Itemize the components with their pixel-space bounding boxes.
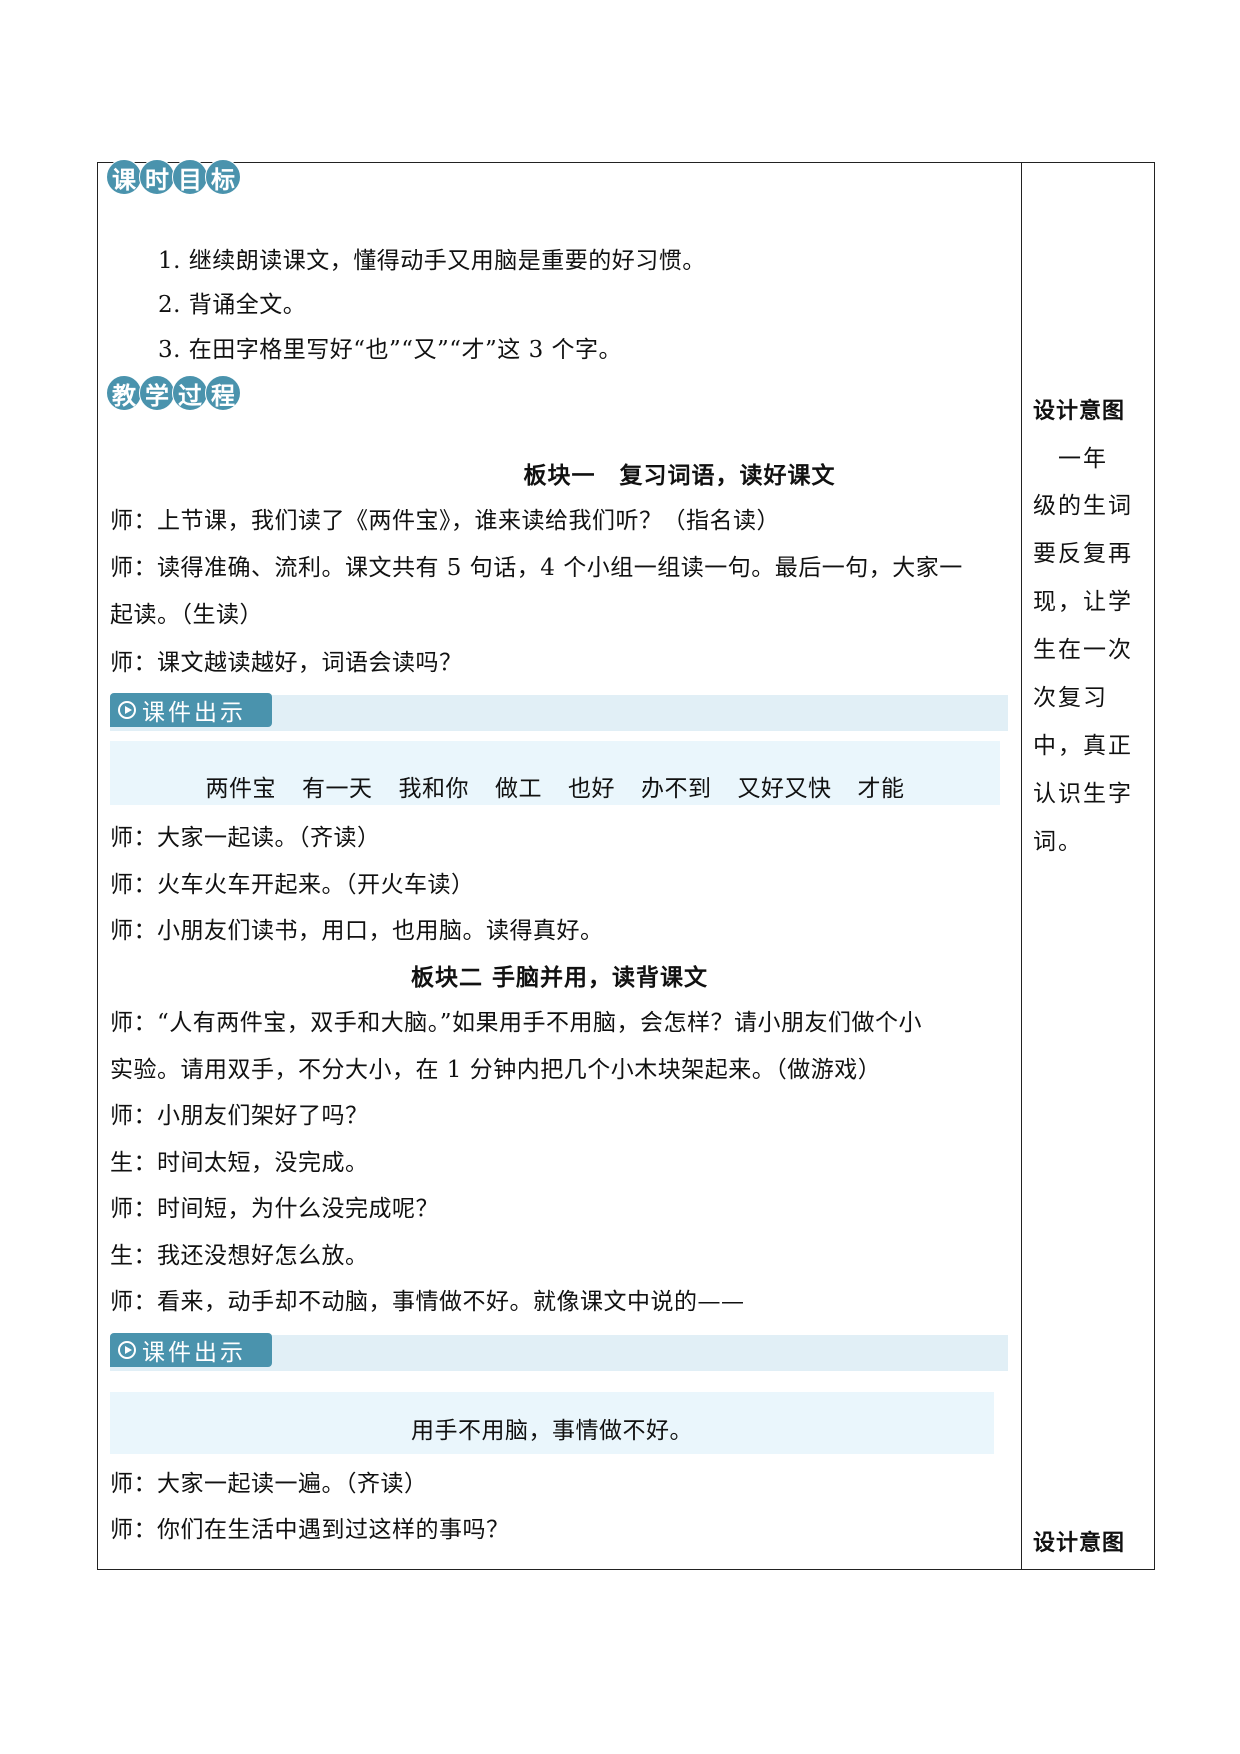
courseware-words-box: 两件宝 有一天 我和你 做工 也好 办不到 又好又快 才能 bbox=[110, 741, 1000, 805]
design-intent-title: 设计意图 bbox=[1033, 1531, 1126, 1556]
design-intent-line: 要反复再 bbox=[1033, 541, 1133, 567]
design-intent-column: 设计意图 一年 级的生词 要反复再 现，让学 生在一次 次复习 中，真正 认识生… bbox=[1023, 163, 1154, 1569]
play-icon bbox=[118, 1341, 136, 1359]
dialogue-line: 师：大家一起读。（齐读） bbox=[110, 825, 381, 851]
dialogue-line: 师：时间短，为什么没完成呢？ bbox=[110, 1196, 439, 1222]
vocab-word: 办不到 bbox=[641, 776, 712, 802]
badge-char: 课 bbox=[106, 159, 142, 195]
courseware-banner: 课件出示 bbox=[110, 693, 1008, 731]
process-badge: 教 学 过 程 bbox=[106, 375, 241, 411]
vocab-word: 有一天 bbox=[302, 776, 373, 802]
vocab-word: 又好又快 bbox=[737, 776, 832, 802]
objectives-badge: 课 时 目 标 bbox=[106, 159, 241, 195]
design-intent-line: 级的生词 bbox=[1033, 493, 1133, 519]
badge-char: 学 bbox=[139, 375, 175, 411]
vocab-word: 也好 bbox=[568, 776, 615, 802]
dialogue-line: 师：小朋友们读书，用口，也用脑。读得真好。 bbox=[110, 918, 604, 944]
design-intent-line: 词。 bbox=[1033, 829, 1083, 855]
dialogue-line: 生：我还没想好怎么放。 bbox=[110, 1243, 369, 1269]
vocab-word: 才能 bbox=[857, 776, 905, 802]
dialogue-line: 师：“人有两件宝，双手和大脑。”如果用手不用脑，会怎样？请小朋友们做个小 bbox=[110, 1010, 923, 1036]
badge-char: 目 bbox=[172, 159, 208, 195]
courseware-sentence-box: 用手不用脑，事情做不好。 bbox=[110, 1392, 994, 1454]
dialogue-line: 起读。（生读） bbox=[110, 602, 263, 628]
dialogue-line: 实验。请用双手，不分大小，在 1 分钟内把几个小木块架起来。（做游戏） bbox=[110, 1057, 882, 1083]
design-intent-line: 认识生字 bbox=[1033, 781, 1133, 807]
dialogue-line: 师：看来，动手却不动脑，事情做不好。就像课文中说的—— bbox=[110, 1289, 745, 1315]
design-intent-line: 现，让学 bbox=[1033, 589, 1133, 615]
objective-item: 2. 背诵全文。 bbox=[158, 292, 307, 318]
vocab-word: 我和你 bbox=[398, 776, 469, 802]
design-intent-line: 一年 bbox=[1033, 446, 1108, 472]
objective-item: 3. 在田字格里写好“也”“又”“才”这 3 个字。 bbox=[158, 337, 623, 363]
dialogue-line: 师：你们在生活中遇到过这样的事吗？ bbox=[110, 1517, 510, 1543]
courseware-tab: 课件出示 bbox=[110, 1333, 272, 1367]
dialogue-line: 师：火车火车开起来。（开火车读） bbox=[110, 872, 475, 898]
word-list: 两件宝 有一天 我和你 做工 也好 办不到 又好又快 才能 bbox=[193, 769, 918, 805]
dialogue-line: 师：大家一起读一遍。（齐读） bbox=[110, 1471, 428, 1497]
courseware-tab: 课件出示 bbox=[110, 693, 272, 727]
dialogue-line: 师：课文越读越好，词语会读吗？ bbox=[110, 650, 463, 676]
dialogue-line: 师：读得准确、流利。课文共有 5 句话，4 个小组一组读一句。最后一句，大家一 bbox=[110, 555, 963, 581]
design-intent-title: 设计意图 bbox=[1033, 399, 1126, 424]
objective-item: 1. 继续朗读课文，懂得动手又用脑是重要的好习惯。 bbox=[158, 248, 706, 274]
lesson-plan-table: 课 时 目 标 1. 继续朗读课文，懂得动手又用脑是重要的好习惯。 2. 背诵全… bbox=[97, 159, 1155, 1570]
column-divider bbox=[1021, 163, 1022, 1569]
main-column: 课 时 目 标 1. 继续朗读课文，懂得动手又用脑是重要的好习惯。 2. 背诵全… bbox=[98, 159, 1021, 1569]
dialogue-line: 师：上节课，我们读了《两件宝》，谁来读给我们听？（指名读） bbox=[110, 508, 780, 534]
courseware-sentence: 用手不用脑，事情做不好。 bbox=[411, 1418, 693, 1444]
design-intent-line: 中，真正 bbox=[1033, 733, 1133, 759]
design-intent-line: 次复习 bbox=[1033, 685, 1108, 711]
courseware-label: 课件出示 bbox=[142, 1340, 246, 1366]
vocab-word: 做工 bbox=[495, 776, 542, 802]
badge-char: 教 bbox=[106, 375, 142, 411]
section2-title: 板块二 手脑并用，读背课文 bbox=[410, 965, 708, 991]
badge-char: 时 bbox=[139, 159, 175, 195]
badge-char: 标 bbox=[205, 159, 241, 195]
courseware-label: 课件出示 bbox=[142, 700, 246, 726]
badge-char: 过 bbox=[172, 375, 208, 411]
design-intent-line: 生在一次 bbox=[1033, 637, 1133, 663]
play-icon bbox=[118, 701, 136, 719]
dialogue-line: 师：小朋友们架好了吗？ bbox=[110, 1103, 369, 1129]
badge-char: 程 bbox=[205, 375, 241, 411]
section1-title: 板块一 复习词语，读好课文 bbox=[523, 463, 836, 489]
vocab-word: 两件宝 bbox=[205, 776, 276, 802]
dialogue-line: 生：时间太短，没完成。 bbox=[110, 1150, 369, 1176]
courseware-banner: 课件出示 bbox=[110, 1333, 1008, 1371]
